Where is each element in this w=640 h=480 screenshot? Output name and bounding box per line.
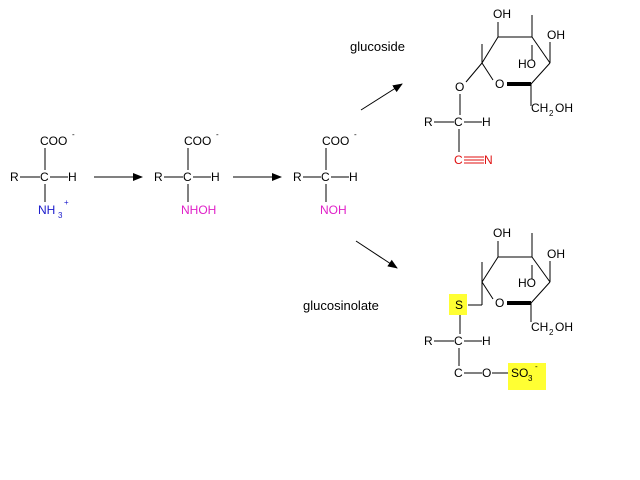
carboxylate-charge: -: [72, 130, 75, 139]
nitrile-nitrogen-label: N: [484, 153, 493, 167]
glucosinolate-structure: O OH OH HO CH 2 OH S R C H C O SO 3 -: [424, 226, 573, 390]
hydroxymethyl-subscript: 2: [549, 328, 554, 337]
carboxylate-charge: -: [216, 130, 219, 139]
carboxylate-label: COO: [184, 134, 211, 148]
ring-oxygen-label: O: [495, 296, 504, 310]
oxygen-label: O: [482, 366, 491, 380]
hydroxyl-label: OH: [547, 28, 565, 42]
sulfate-highlight: [508, 363, 546, 390]
carbon-label: C: [454, 115, 463, 129]
sulfate-label: SO: [511, 366, 528, 380]
amine-charge: +: [64, 198, 69, 207]
hydroxyl-label: OH: [547, 247, 565, 261]
carboxylate-label: COO: [322, 134, 349, 148]
oxime-label: NOH: [320, 203, 347, 217]
amine-label: NH: [38, 203, 55, 217]
hydrogen-label: H: [482, 334, 491, 348]
amine-subscript: 3: [58, 211, 63, 220]
hydroxymethyl-oh-label: OH: [555, 320, 573, 334]
glycosidic-oxygen-label: O: [455, 80, 464, 94]
hydrogen-label: H: [482, 115, 491, 129]
carbon-label: C: [454, 366, 463, 380]
carboxylate-charge: -: [354, 130, 357, 139]
alpha-carbon-label: C: [183, 170, 192, 184]
arrow-to-glucosinolate: [355, 240, 398, 269]
aldoxime-structure: COO - R C H NOH: [293, 130, 358, 217]
hydroxymethyl-oh-label: OH: [555, 101, 573, 115]
nitrile-carbon-label: C: [454, 153, 463, 167]
hydroxyl-label: OH: [493, 226, 511, 240]
arrow-to-glucoside: [360, 83, 403, 111]
n-hydroxy-amino-acid-structure: COO - R C H NHOH: [154, 130, 220, 217]
hydrogen-label: H: [349, 170, 358, 184]
sulfate-subscript: 3: [528, 374, 533, 383]
hydroxylamine-label: NHOH: [181, 203, 216, 217]
hydroxymethyl-label: CH: [531, 320, 548, 334]
glucoside-structure: O OH OH HO CH 2 OH O R C H C N: [424, 7, 573, 167]
r-group-label: R: [424, 115, 433, 129]
glucosinolate-label: glucosinolate: [303, 298, 379, 313]
ring-oxygen-label: O: [495, 77, 504, 91]
r-group-label: R: [293, 170, 302, 184]
r-group-label: R: [10, 170, 19, 184]
hydroxymethyl-label: CH: [531, 101, 548, 115]
carboxylate-label: COO: [40, 134, 67, 148]
hydrogen-label: H: [68, 170, 77, 184]
hydroxyl-label: HO: [518, 57, 536, 71]
carbon-label: C: [454, 334, 463, 348]
alpha-carbon-label: C: [40, 170, 49, 184]
glucoside-label: glucoside: [350, 39, 405, 54]
amino-acid-structure: COO - R C H NH 3 +: [10, 130, 77, 220]
alpha-carbon-label: C: [321, 170, 330, 184]
hydroxyl-label: HO: [518, 276, 536, 290]
sulfur-label: S: [455, 298, 463, 312]
hydroxyl-label: OH: [493, 7, 511, 21]
r-group-label: R: [424, 334, 433, 348]
r-group-label: R: [154, 170, 163, 184]
hydroxymethyl-subscript: 2: [549, 109, 554, 118]
hydrogen-label: H: [211, 170, 220, 184]
sulfur-highlight: [449, 294, 467, 315]
sulfate-charge: -: [535, 362, 538, 371]
